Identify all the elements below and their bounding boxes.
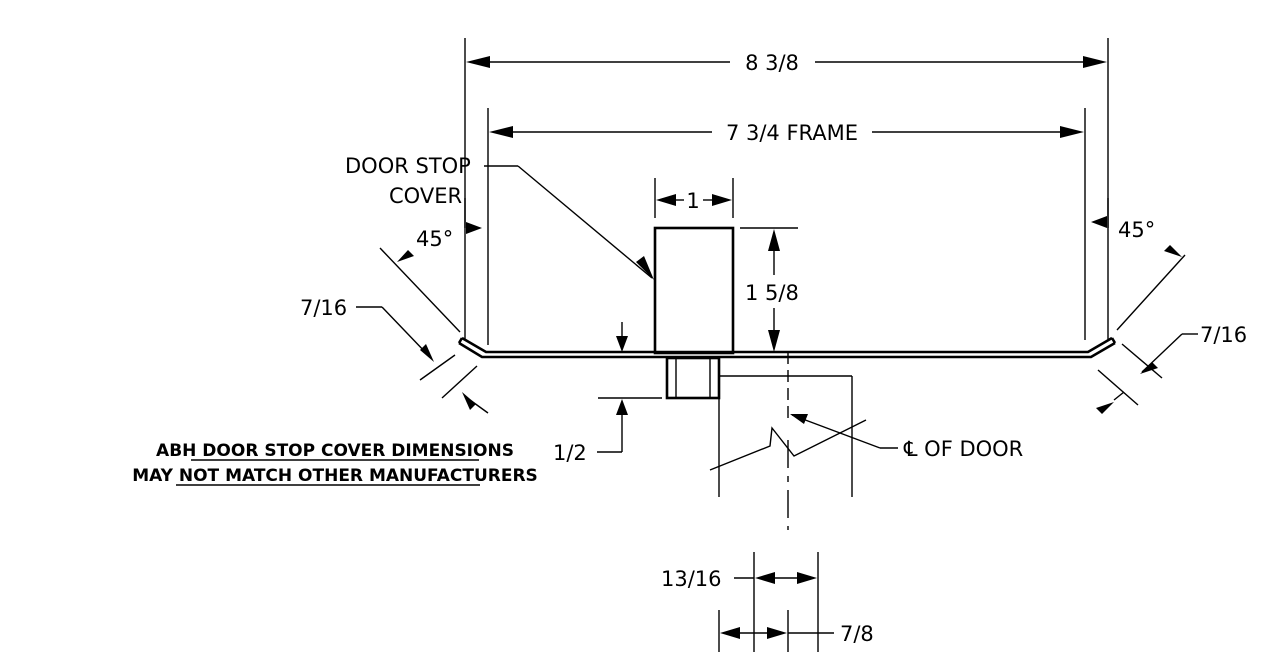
overall-dimension-label: 8 3/8 — [745, 51, 799, 75]
thickness-dimension: 1/2 — [553, 322, 662, 465]
stop-width-dimension: 1 — [654, 178, 734, 218]
door-stop-cover-callout: DOOR STOP COVER — [345, 154, 654, 280]
frame-arrow-left — [489, 126, 513, 138]
receiver-channel — [665, 356, 721, 400]
centerline-label: ℄ OF DOOR — [903, 437, 1023, 461]
dimension-13-16-label: 13/16 — [661, 567, 722, 591]
right-angle-label: 45° — [1118, 218, 1155, 242]
left-flange-label: 7/16 — [300, 296, 347, 320]
note-line2: MAY NOT MATCH OTHER MANUFACTURERS — [132, 466, 538, 486]
stop-width-label: 1 — [686, 189, 699, 213]
left-angle-label: 45° — [416, 227, 453, 251]
stop-height-dimension: 1 5/8 — [740, 227, 799, 352]
overall-arrow-left — [466, 56, 490, 68]
frame-arrow-right — [1060, 126, 1084, 138]
right-flange-label: 7/16 — [1200, 323, 1247, 347]
cover-plate — [457, 336, 1117, 359]
left-flange-dimensions: 45° 7/16 — [300, 198, 489, 414]
frame-dimension: 7 3/4 FRAME — [487, 108, 1086, 345]
door-section: ℄ OF DOOR — [709, 352, 1023, 530]
note-line1: ABH DOOR STOP COVER DIMENSIONS — [156, 441, 514, 461]
manufacturer-note: ABH DOOR STOP COVER DIMENSIONS MAY NOT M… — [132, 441, 538, 486]
right-flange-dimensions: 45° 7/16 — [1091, 198, 1247, 414]
thickness-label: 1/2 — [553, 441, 587, 465]
door-stop-label-line2: COVER — [389, 184, 462, 208]
stop-block — [653, 226, 735, 355]
overall-dimension: 8 3/8 — [464, 38, 1109, 340]
dimension-13-16: 13/16 — [661, 552, 819, 652]
dimension-7-8-label: 7/8 — [840, 622, 874, 646]
stop-height-label: 1 5/8 — [745, 281, 799, 305]
frame-dimension-label: 7 3/4 FRAME — [726, 121, 858, 145]
dimension-7-8: 7/8 — [718, 610, 874, 652]
overall-arrow-right — [1083, 56, 1107, 68]
door-stop-label-line1: DOOR STOP — [345, 154, 471, 178]
